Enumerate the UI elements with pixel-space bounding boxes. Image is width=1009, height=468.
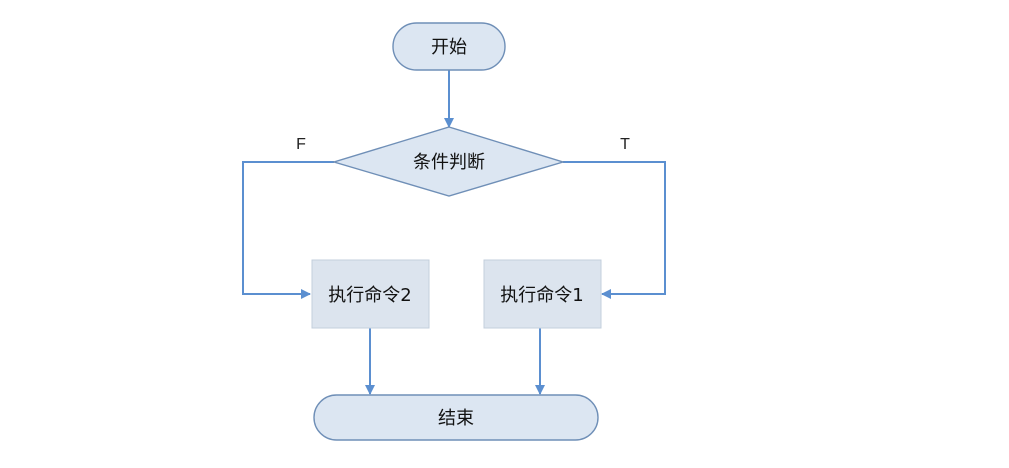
start-node: 开始: [392, 22, 506, 71]
command2-node: 执行命令2: [311, 259, 430, 329]
start-label: 开始: [431, 37, 467, 58]
true-branch-label: T: [620, 136, 630, 153]
condition-label: 条件判断: [413, 152, 485, 173]
end-label: 结束: [438, 408, 474, 429]
command1-label: 执行命令1: [500, 285, 583, 306]
end-node: 结束: [313, 394, 599, 441]
command2-label: 执行命令2: [328, 285, 411, 306]
false-branch-label: F: [296, 136, 306, 153]
arrow-condition-to-command1: [563, 161, 666, 299]
connectors: [242, 70, 666, 395]
command1-node: 执行命令1: [483, 259, 602, 329]
arrow-condition-to-command2: [242, 161, 334, 299]
condition-node: 条件判断: [331, 126, 566, 197]
